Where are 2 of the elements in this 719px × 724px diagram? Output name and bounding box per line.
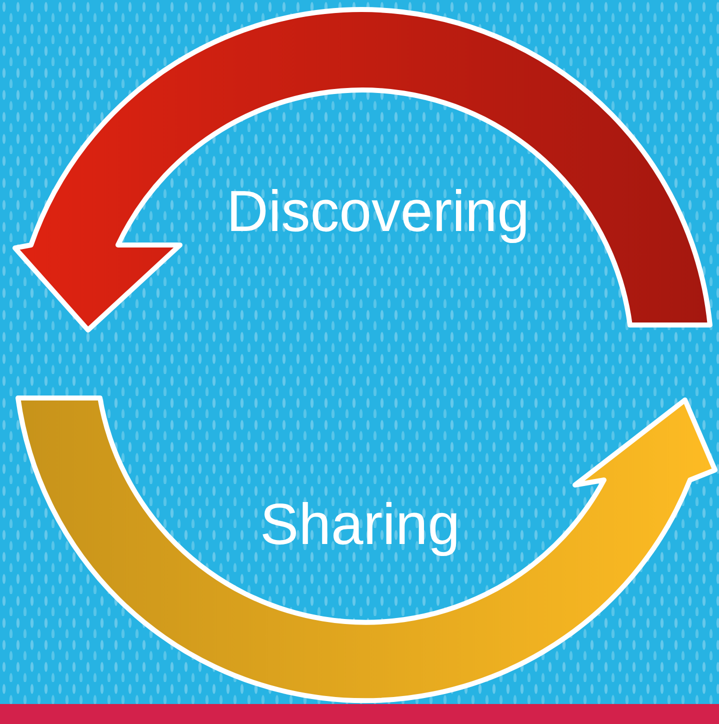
stage-label: Discovering	[226, 180, 530, 244]
stage-label: Sharing	[260, 493, 460, 557]
